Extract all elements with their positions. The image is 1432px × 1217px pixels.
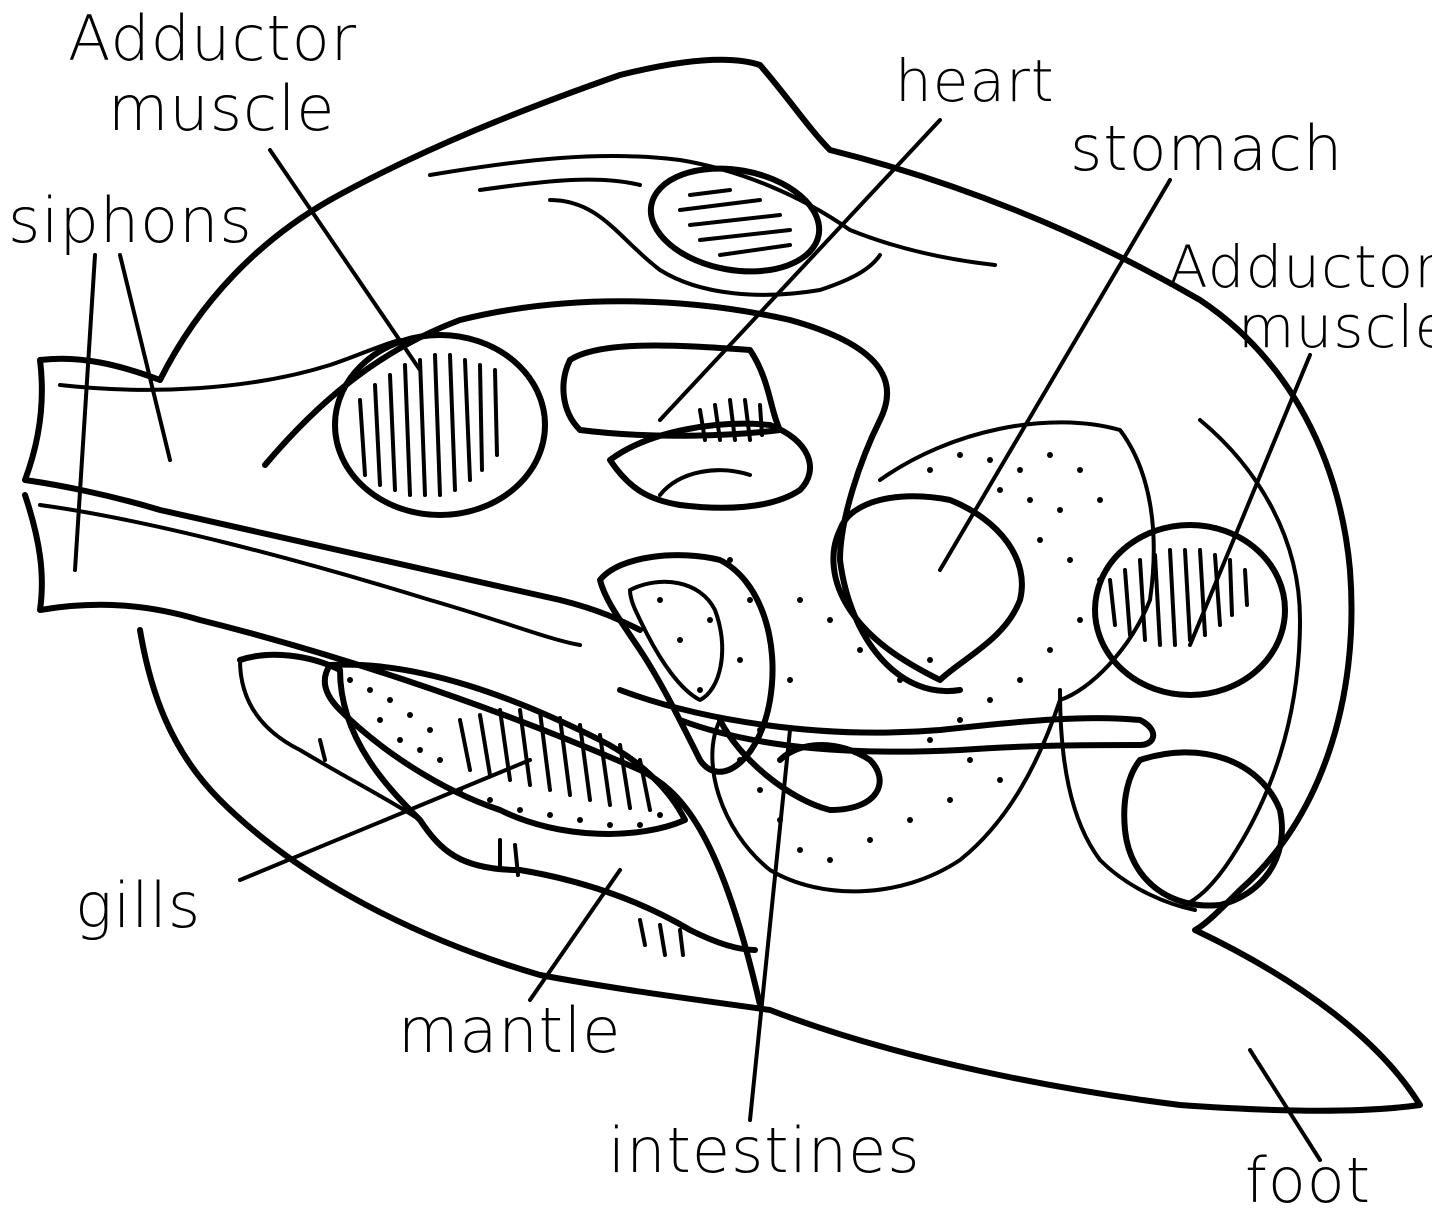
label-foot: foot: [1245, 1150, 1371, 1212]
shell-outline: [140, 60, 1420, 1111]
label-heart: heart: [895, 52, 1055, 110]
label-siphons: siphons: [8, 190, 253, 252]
label-adductor-muscle-left-2: muscle: [108, 78, 335, 140]
intestine-inner: [660, 470, 750, 495]
label-stomach: stomach: [1070, 118, 1343, 180]
upper-membrane-2: [480, 180, 640, 190]
label-adductor-muscle-right-2: muscle: [1238, 298, 1432, 356]
heart-hatching: [680, 190, 790, 255]
lower-right-chamber: [1124, 752, 1282, 905]
siphon-divider: [40, 505, 580, 645]
leader-siphon-1: [75, 255, 95, 570]
leader-stomach: [940, 180, 1170, 570]
label-adductor-muscle-left-1: Adductor: [68, 8, 357, 70]
label-gills: gills: [75, 875, 201, 937]
label-mantle: mantle: [398, 1000, 621, 1062]
leader-siphon-2: [120, 255, 170, 460]
intestine-coil-inner: [630, 582, 722, 700]
leader-adductor-left: [270, 150, 420, 370]
right-adductor-hatching: [1110, 550, 1247, 645]
label-intestines: intestines: [608, 1120, 921, 1182]
upper-membrane-3: [550, 200, 880, 295]
leader-adductor-right: [1190, 355, 1310, 645]
leader-intestines: [750, 730, 790, 1120]
gill-hatching: [460, 710, 650, 810]
label-adductor-muscle-right-1: Adductor: [1168, 238, 1432, 296]
left-adductor-hatching: [360, 355, 497, 495]
